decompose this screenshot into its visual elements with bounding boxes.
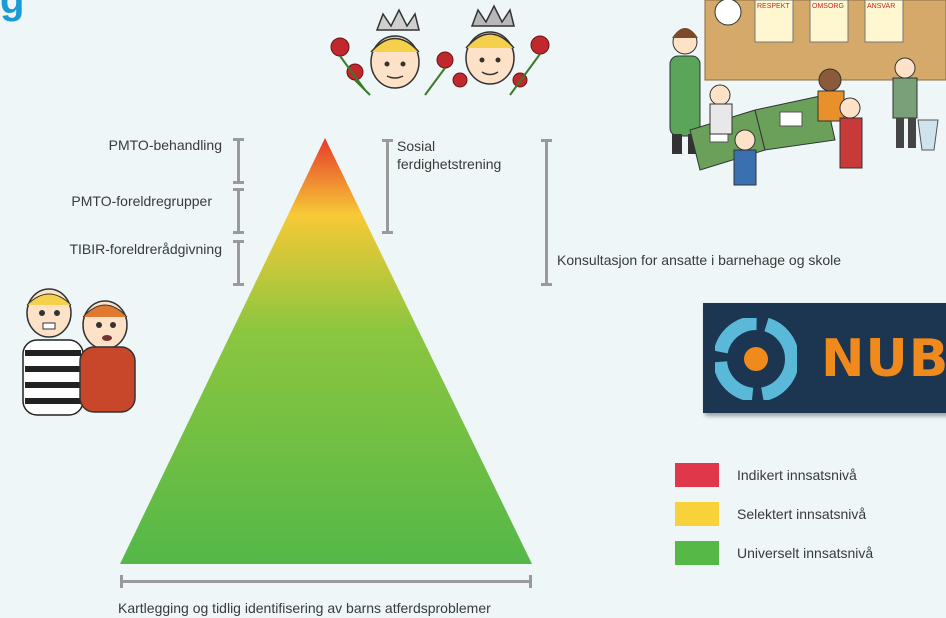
level-label-pmto-foreldregrupper: PMTO-foreldregrupper [71, 193, 212, 209]
bottom-label: Kartlegging og tidlig identifisering av … [118, 600, 491, 616]
intervention-pyramid [120, 138, 532, 564]
bottom-bracket [120, 575, 532, 588]
sign-omsorg: OMSORG [812, 3, 844, 10]
consultation-label: Konsultasjon for ansatte i barnehage og … [557, 252, 842, 268]
hugging-children-illustration [22, 288, 136, 416]
legend-swatch-selektert [675, 502, 719, 526]
nubu-logo-text: NUBU [821, 329, 946, 389]
bracket-pmto-foreldregrupper [233, 188, 244, 234]
sign-respekt: RESPEKT [757, 3, 790, 10]
crowned-children-illustration [330, 4, 550, 96]
social-skills-label: Sosial ferdighetstrening [397, 137, 501, 173]
bracket-consultation [541, 139, 552, 286]
legend-label-universelt: Universelt innsatsnivå [737, 545, 874, 561]
social-skills-line-2: ferdighetstrening [397, 156, 502, 172]
legend-item-indikert: Indikert innsatsnivå [675, 463, 857, 487]
bracket-tibir [233, 240, 244, 286]
nubu-logo-icon [715, 318, 797, 400]
sign-ansvar: ANSVAR [867, 3, 895, 10]
bracket-pmto-behandling [233, 138, 244, 184]
social-skills-line-1: Sosial [397, 138, 436, 154]
legend-item-selektert: Selektert innsatsnivå [675, 502, 866, 526]
classroom-illustration: RESPEKT OMSORG ANSVAR [669, 0, 946, 186]
legend-item-universelt: Universelt innsatsnivå [675, 541, 873, 565]
legend-label-selektert: Selektert innsatsnivå [737, 506, 867, 522]
title-fragment: g [0, 0, 25, 22]
level-label-pmto-behandling: PMTO-behandling [108, 137, 222, 153]
nubu-logo: NUBU [703, 303, 946, 413]
legend-swatch-indikert [675, 463, 719, 487]
legend-label-indikert: Indikert innsatsnivå [737, 467, 857, 483]
legend-swatch-universelt [675, 541, 719, 565]
bracket-social-skills [382, 139, 393, 234]
level-label-tibir: TIBIR-foreldrerådgivning [69, 241, 222, 257]
